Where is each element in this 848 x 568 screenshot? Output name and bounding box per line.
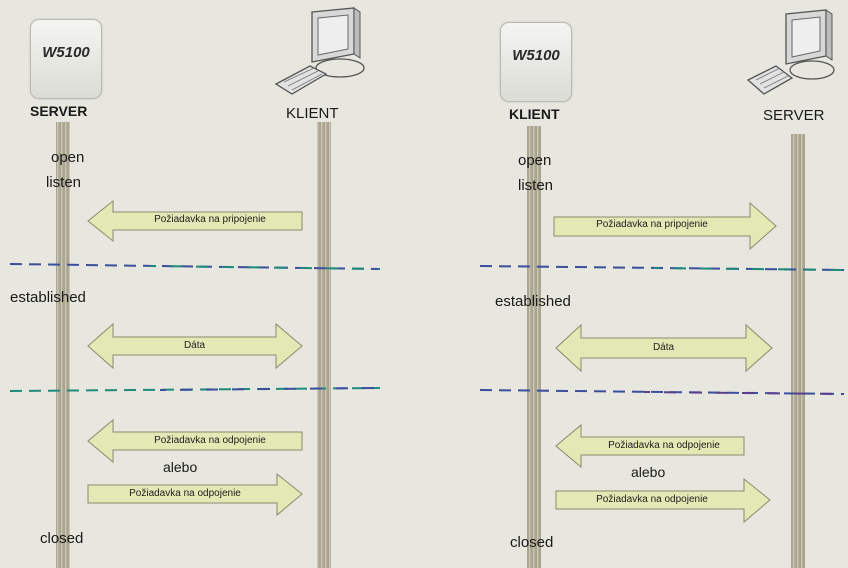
state-closed: closed [510,534,554,551]
arrow-disconnect-1-label: Požiadavka na odpojenie [608,440,720,451]
arrow-disconnect-2 [555,477,771,524]
or-label: alebo [631,464,666,480]
arrow-connect [87,199,303,243]
diagram-panel-server: W5100 SERVER KLIENT open listen establis… [9,7,381,568]
arrow-connect [553,201,777,251]
phase-divider-2b [643,391,845,395]
computer-icon [746,9,835,95]
state-listen: listen [518,177,554,194]
lifeline-server [791,134,805,568]
arrow-disconnect-1-label: Požiadavka na odpojenie [154,435,266,446]
phase-divider-1b [653,267,845,271]
state-open: open [518,152,552,169]
state-listen: listen [46,174,82,191]
arrow-data-label: Dáta [183,340,206,351]
w5100-chip: W5100 [30,19,102,99]
peer-role-label: SERVER [763,107,825,124]
state-established: established [10,289,86,306]
sequence-lines [479,126,845,568]
lifeline-server [56,122,70,568]
or-label: alebo [163,459,198,475]
lifeline-klient [317,122,331,568]
chip-role-label: SERVER [30,103,88,119]
chip-label: W5100 [512,47,560,64]
sequence-lines [9,122,381,568]
arrow-disconnect-2 [87,472,303,517]
state-open: open [51,149,85,166]
arrow-data-label: Dáta [652,342,675,353]
phase-divider-1 [479,265,845,271]
phase-divider-2 [479,389,845,395]
arrow-data [555,323,773,373]
state-closed: closed [40,530,84,547]
arrow-connect-label: Požiadavka na pripojenie [154,214,266,225]
phase-divider-2b [159,387,381,391]
chip-role-label: KLIENT [509,106,560,122]
arrow-disconnect-2-label: Požiadavka na odpojenie [129,488,241,499]
diagram-panel-klient: W5100 KLIENT SERVER open listen establis… [424,0,848,568]
state-established: established [495,293,571,310]
arrow-disconnect-1 [555,423,745,469]
w5100-chip: W5100 [500,22,572,102]
arrow-data [87,322,303,370]
arrow-disconnect-2-label: Požiadavka na odpojenie [596,494,708,505]
computer-icon [274,7,365,95]
arrow-disconnect-1 [87,418,303,464]
phase-divider-1 [9,263,381,270]
lifeline-klient [527,126,541,568]
arrow-connect-label: Požiadavka na pripojenie [596,219,708,230]
peer-role-label: KLIENT [286,105,339,122]
chip-label: W5100 [42,44,90,61]
